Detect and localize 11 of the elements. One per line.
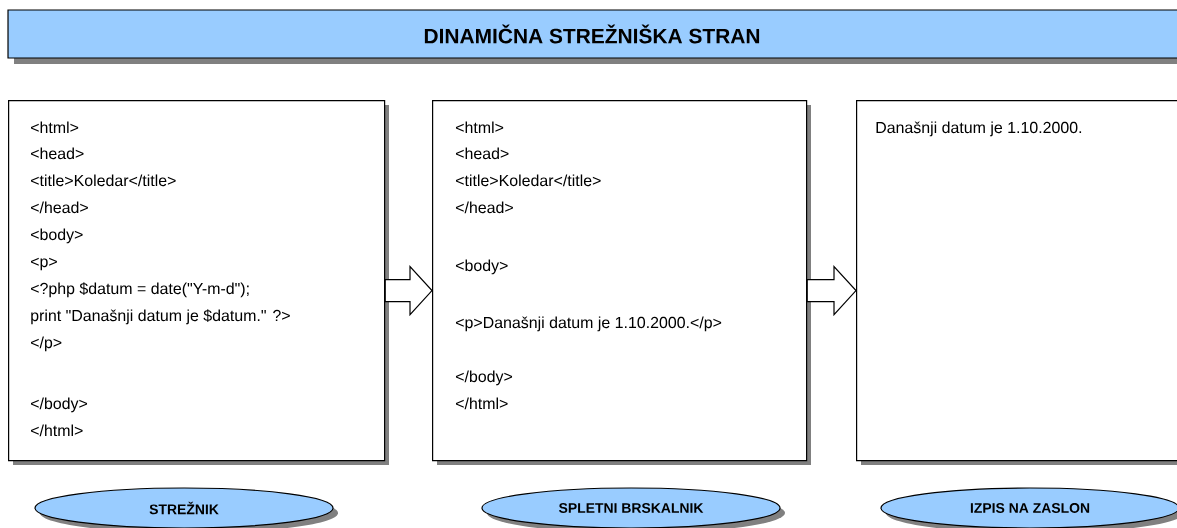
- code-line: <head>: [456, 147, 509, 160]
- code-line: <title>Koledar</title>: [456, 174, 601, 187]
- title-banner: DINAMIČNA STREŽNIŠKA STRAN: [7, 9, 1177, 64]
- code-line: </html>: [456, 397, 508, 410]
- code-line: <body>: [456, 259, 508, 275]
- block-arrow: [384, 265, 433, 317]
- code-line: </head>: [456, 201, 513, 214]
- block-arrow: [806, 265, 857, 317]
- code-line: </body>: [456, 370, 513, 386]
- code-line: <html>: [456, 121, 504, 134]
- code-line: <p>Današnji datum je 1.10.2000.</p>: [456, 316, 722, 332]
